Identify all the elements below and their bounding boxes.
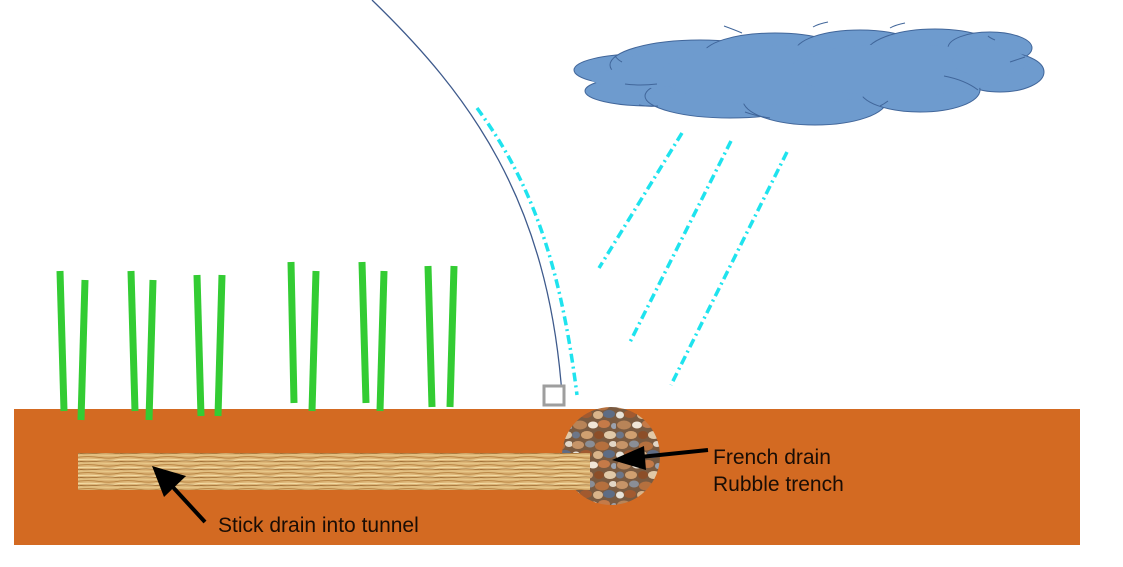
roof-arc bbox=[371, 0, 563, 396]
grass-blade bbox=[127, 270, 139, 412]
grass-blade bbox=[424, 265, 436, 408]
stick-drain-label: Stick drain into tunnel bbox=[218, 514, 419, 537]
grass-blade bbox=[193, 274, 205, 417]
roof-runoff-streak bbox=[475, 106, 579, 396]
rain-streak bbox=[669, 151, 789, 386]
grass-blade bbox=[376, 270, 388, 412]
grass-blade bbox=[56, 270, 68, 412]
french-drain-arrow bbox=[612, 446, 709, 470]
grass bbox=[56, 261, 458, 421]
grass-blade bbox=[446, 265, 458, 408]
rain-cloud bbox=[573, 21, 1045, 126]
grass-blade bbox=[358, 261, 370, 404]
grass-blade bbox=[308, 270, 320, 412]
grass-blade bbox=[214, 274, 226, 417]
rain-streak bbox=[627, 140, 733, 345]
stick-drain-arrow bbox=[152, 466, 207, 524]
grass-blade bbox=[145, 279, 157, 421]
rubble-trench-label: Rubble trench bbox=[713, 473, 844, 496]
grass-blade bbox=[287, 261, 298, 404]
french-drain-label: French drain bbox=[713, 446, 831, 469]
rain-streaks bbox=[597, 132, 789, 386]
grass-blade bbox=[77, 279, 89, 421]
rain-streak bbox=[597, 132, 684, 269]
gutter-marker bbox=[542, 384, 566, 407]
